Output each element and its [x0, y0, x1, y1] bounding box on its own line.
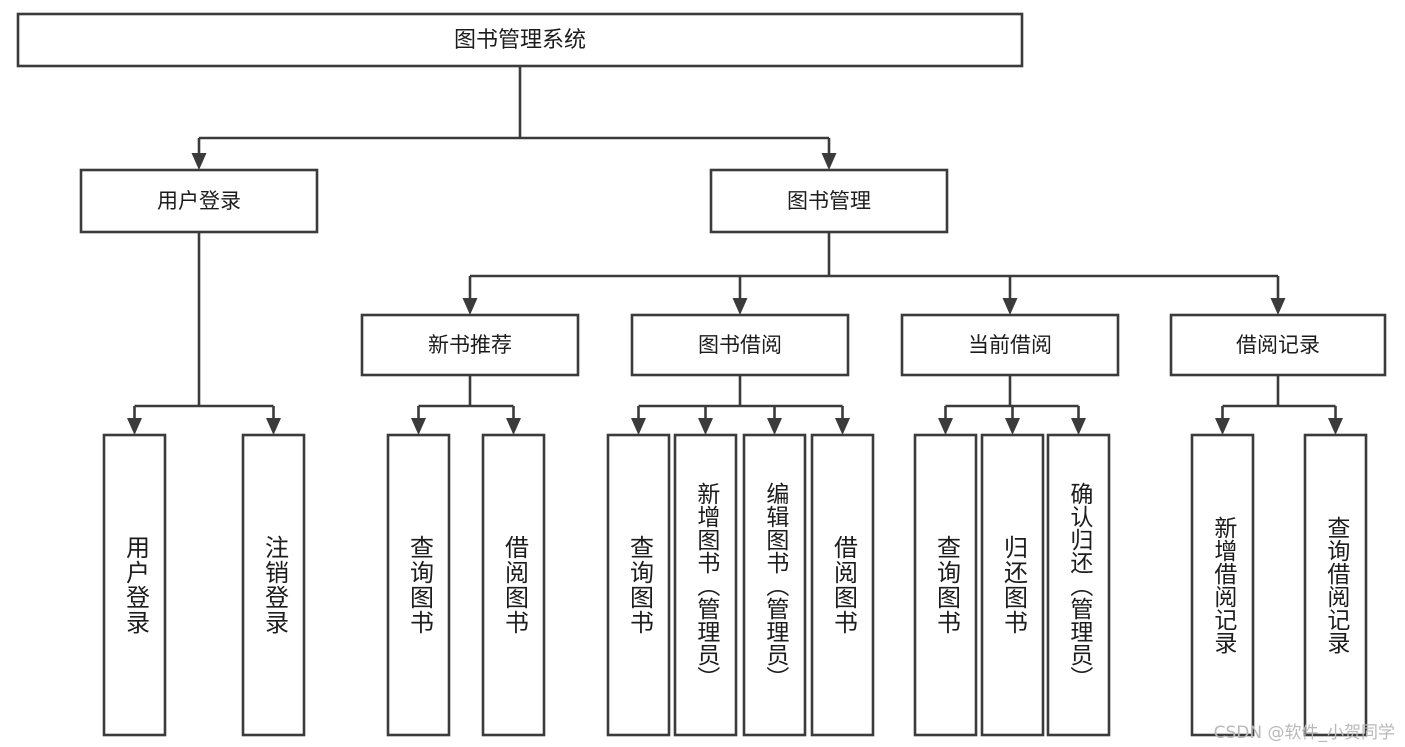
node-label-level2-1: 图书管理	[787, 189, 871, 213]
node-box-leaf-1[interactable]	[241, 433, 306, 737]
node-box-leaf-7[interactable]	[810, 433, 875, 737]
node-box-level3-3[interactable]	[1169, 313, 1387, 377]
node-label-level3-3: 借阅记录	[1236, 333, 1320, 357]
node-box-root[interactable]	[16, 12, 1024, 68]
arrow-level3-1-to-leaf-3	[835, 418, 850, 435]
arrow-userlogin-to-leaf-1	[266, 418, 281, 435]
node-box-level3-1[interactable]	[630, 313, 850, 377]
arrow-level3-1-to-leaf-0	[631, 418, 646, 435]
node-box-leaf-10[interactable]	[1046, 433, 1111, 737]
node-box-leaf-0[interactable]	[102, 433, 167, 737]
node-box-leaf-5[interactable]	[673, 433, 738, 737]
arrow-bookmgmt-to-level3-2	[1002, 298, 1018, 315]
node-box-leaf-11[interactable]	[1190, 433, 1255, 737]
arrow-root-to-level2-0	[191, 153, 207, 170]
arrow-bookmgmt-to-level3-0	[462, 298, 478, 315]
arrow-bookmgmt-to-level3-1	[732, 298, 748, 315]
node-box-layer	[16, 12, 1387, 737]
arrow-level3-2-to-leaf-1	[1005, 418, 1020, 435]
node-box-leaf-9[interactable]	[980, 433, 1045, 737]
arrow-level3-2-to-leaf-2	[1071, 418, 1086, 435]
watermark-text: CSDN @软件_小贺同学	[1213, 723, 1395, 743]
arrow-level3-1-to-leaf-2	[767, 418, 782, 435]
node-label-level3-0: 新书推荐	[428, 333, 512, 357]
node-box-level3-0[interactable]	[360, 313, 580, 377]
arrow-bookmgmt-to-level3-3	[1270, 298, 1286, 315]
connector-layer	[127, 66, 1343, 435]
node-box-level2-1[interactable]	[709, 168, 949, 234]
node-box-level2-0[interactable]	[79, 168, 319, 234]
node-box-leaf-2[interactable]	[386, 433, 451, 737]
arrow-userlogin-to-leaf-0	[127, 418, 142, 435]
node-box-leaf-12[interactable]	[1303, 433, 1368, 737]
node-label-root: 图书管理系统	[454, 28, 586, 53]
arrow-level3-0-to-leaf-1	[506, 418, 521, 435]
arrow-level3-1-to-leaf-1	[698, 418, 713, 435]
arrow-level3-3-to-leaf-1	[1328, 418, 1343, 435]
node-label-level3-2: 当前借阅	[968, 333, 1052, 357]
node-label-level2-0: 用户登录	[157, 189, 241, 213]
arrow-level3-0-to-leaf-0	[411, 418, 426, 435]
arrow-level3-3-to-leaf-0	[1215, 418, 1230, 435]
node-box-leaf-8[interactable]	[913, 433, 978, 737]
arrow-root-to-level2-1	[821, 153, 837, 170]
node-label-level3-1: 图书借阅	[698, 333, 782, 357]
arrow-level3-2-to-leaf-0	[938, 418, 953, 435]
node-box-leaf-6[interactable]	[742, 433, 807, 737]
node-box-leaf-3[interactable]	[481, 433, 546, 737]
node-box-leaf-4[interactable]	[606, 433, 671, 737]
node-box-level3-2[interactable]	[900, 313, 1120, 377]
